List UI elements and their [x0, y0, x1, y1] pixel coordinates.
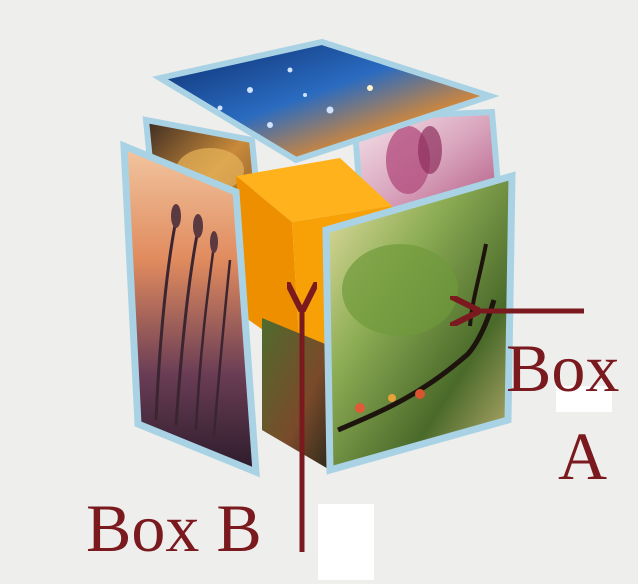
left-photo-panel — [124, 146, 256, 472]
box-a-label: Box — [506, 334, 619, 402]
box-a-label-letter: A — [558, 422, 607, 490]
right-photo-panel — [326, 176, 512, 470]
label-highlight-patch — [318, 504, 374, 580]
box-b-label: Box B — [86, 494, 262, 562]
